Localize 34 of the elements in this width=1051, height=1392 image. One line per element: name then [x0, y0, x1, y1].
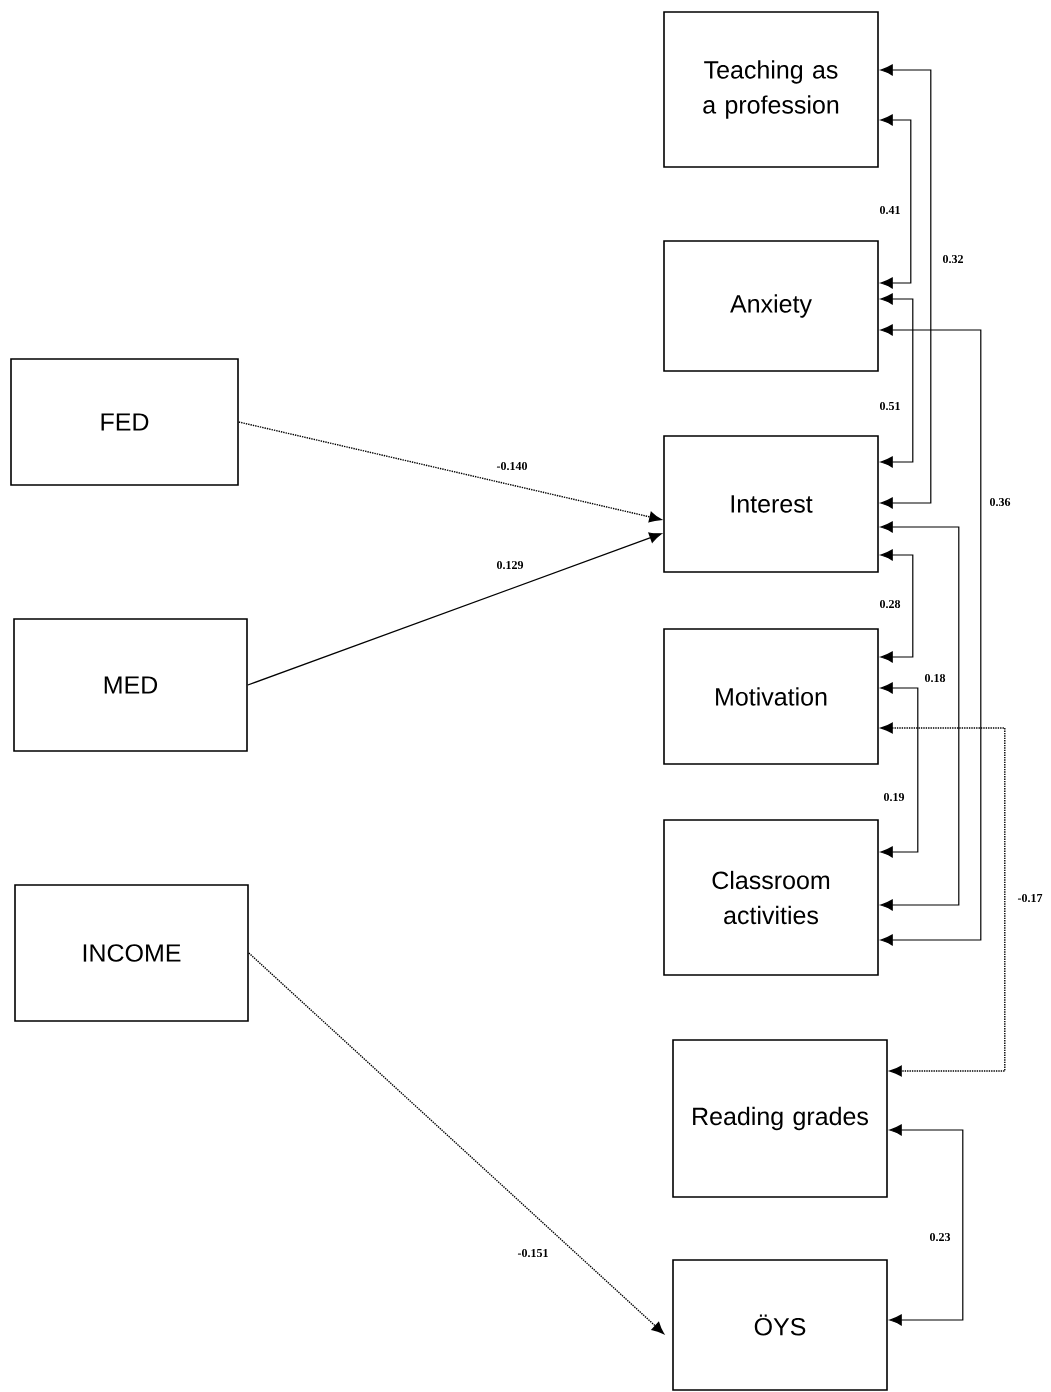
variable-box: Anxiety: [663, 240, 879, 372]
edge-label: 0.51: [878, 400, 902, 412]
edge-label: 0.23: [928, 1231, 952, 1243]
variable-box: MED: [13, 618, 248, 752]
edge-label: 0.28: [878, 598, 902, 610]
variable-box: ÖYS: [672, 1259, 888, 1391]
arrow: [248, 952, 665, 1334]
edge-label: 0.32: [941, 253, 965, 265]
arrow: [880, 549, 914, 663]
arrow: [880, 722, 1006, 1077]
edge-label: -0.140: [495, 460, 529, 472]
edge-label: 0.129: [495, 559, 525, 571]
arrow: [889, 1124, 964, 1326]
edge-label: 0.36: [988, 496, 1012, 508]
variable-box: Classroom activities: [663, 819, 879, 976]
edge-label: -0.17: [1016, 892, 1044, 904]
edge-label: 0.41: [878, 204, 902, 216]
edge-label: 0.19: [882, 791, 906, 803]
variable-box: Motivation: [663, 628, 879, 765]
arrow: [880, 293, 914, 468]
variable-box: FED: [10, 358, 239, 486]
edge-label: 0.18: [923, 672, 947, 684]
arrow: [880, 682, 919, 858]
variable-box: Teaching as a profession: [663, 11, 879, 168]
edge-label: -0.151: [516, 1247, 550, 1259]
variable-box: Reading grades: [672, 1039, 888, 1198]
variable-box: INCOME: [14, 884, 249, 1022]
variable-box: Interest: [663, 435, 879, 573]
arrow: [880, 114, 912, 289]
arrow: [880, 64, 932, 509]
arrow: [247, 532, 662, 686]
arrow: [238, 421, 662, 523]
arrow: [880, 324, 982, 946]
arrow: [880, 521, 960, 911]
